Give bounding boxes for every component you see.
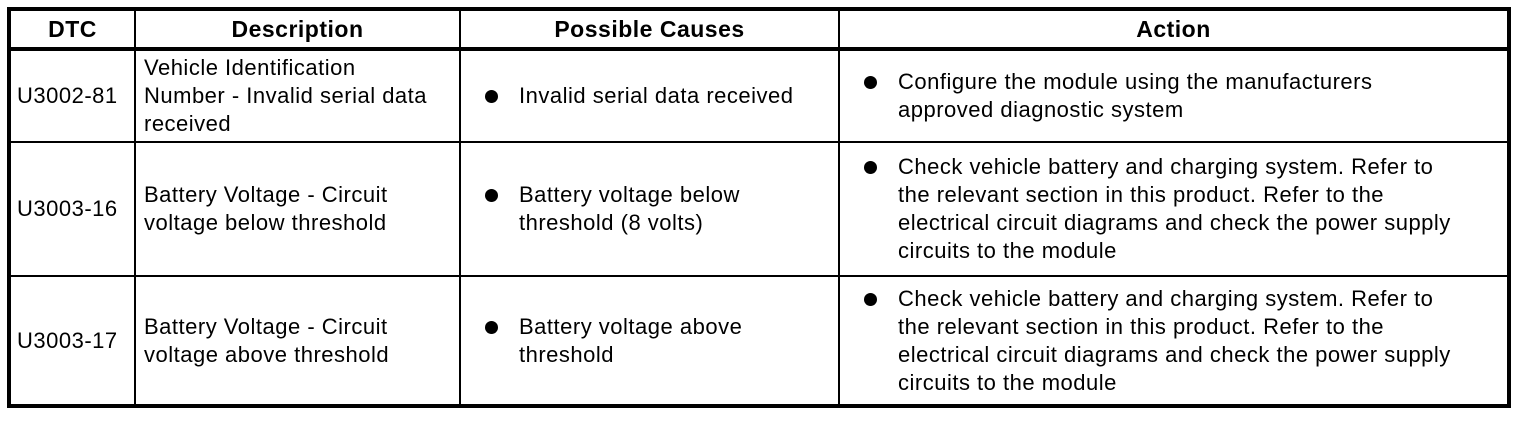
column-header-description: Description <box>134 8 461 51</box>
action-text: Check vehicle battery and charging syste… <box>898 285 1451 395</box>
bullet-icon <box>864 161 877 174</box>
action-item: Configure the module using the manufactu… <box>840 68 1507 124</box>
table-row: U3003-16 Battery Voltage - Circuit volta… <box>8 141 1510 277</box>
bullet-icon <box>485 320 498 334</box>
description-cell: Vehicle Identification Number - Invalid … <box>134 48 461 143</box>
cause-text: Battery voltage above threshold <box>519 313 743 367</box>
description-text: Battery Voltage - Circuit voltage below … <box>144 182 388 235</box>
description-cell: Battery Voltage - Circuit voltage below … <box>134 141 461 277</box>
action-cell: Check vehicle battery and charging syste… <box>838 141 1510 277</box>
cause-text: Invalid serial data received <box>519 83 794 108</box>
column-header-dtc: DTC <box>8 8 136 51</box>
bullet-icon <box>485 189 498 202</box>
possible-causes-cell: Invalid serial data received <box>459 48 840 143</box>
column-header-action: Action <box>838 8 1510 51</box>
action-cell: Check vehicle battery and charging syste… <box>838 275 1510 407</box>
dtc-cell: U3003-16 <box>8 141 136 277</box>
cause-item: Battery voltage above threshold <box>461 313 838 369</box>
action-cell: Configure the module using the manufactu… <box>838 48 1510 143</box>
dtc-table: DTC Description Possible Causes Action U… <box>7 7 1511 408</box>
description-cell: Battery Voltage - Circuit voltage above … <box>134 275 461 407</box>
table-header-row: DTC Description Possible Causes Action <box>8 8 1510 51</box>
table-row: U3003-17 Battery Voltage - Circuit volta… <box>8 275 1510 407</box>
action-item: Check vehicle battery and charging syste… <box>840 285 1507 397</box>
bullet-icon <box>864 76 877 89</box>
cause-item: Invalid serial data received <box>461 82 838 110</box>
column-header-possible-causes: Possible Causes <box>459 8 840 51</box>
action-item: Check vehicle battery and charging syste… <box>840 153 1507 265</box>
cause-item: Battery voltage below threshold (8 volts… <box>461 181 838 237</box>
action-text: Configure the module using the manufactu… <box>898 69 1373 122</box>
bullet-icon <box>864 292 877 306</box>
action-text: Check vehicle battery and charging syste… <box>898 154 1451 263</box>
possible-causes-cell: Battery voltage above threshold <box>459 275 840 407</box>
possible-causes-cell: Battery voltage below threshold (8 volts… <box>459 141 840 277</box>
description-text: Vehicle Identification Number - Invalid … <box>144 55 428 136</box>
description-text: Battery Voltage - Circuit voltage above … <box>144 313 390 367</box>
bullet-icon <box>485 90 498 103</box>
dtc-cell: U3003-17 <box>8 275 136 407</box>
dtc-cell: U3002-81 <box>8 48 136 143</box>
cause-text: Battery voltage below threshold (8 volts… <box>519 182 740 235</box>
table-row: U3002-81 Vehicle Identification Number -… <box>8 48 1510 143</box>
